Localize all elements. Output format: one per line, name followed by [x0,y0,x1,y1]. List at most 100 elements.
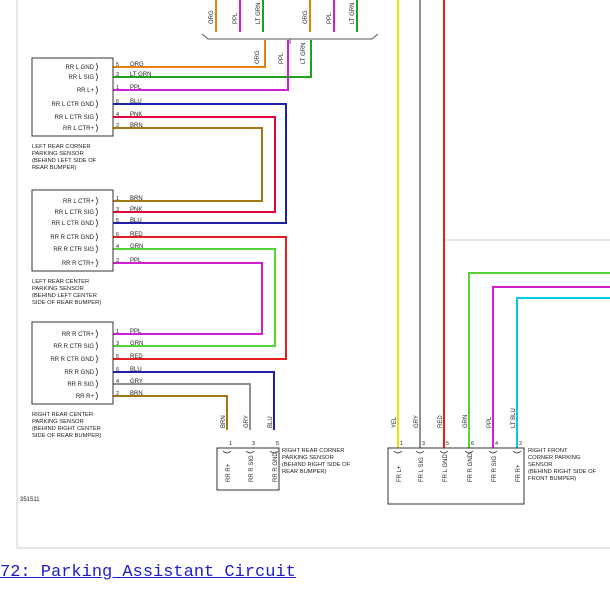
wire-lt-blu [516,297,610,448]
pin-label-rr-r-gnd: RR R GND [273,452,279,482]
connector-box [31,321,114,405]
pin-number: 3 [422,441,425,447]
wire-color-blu: BLU [130,367,142,373]
wire-color-gry: GRY [414,415,420,428]
sensor-title-line: RIGHT REAR CENTER [32,412,93,418]
pin-label-fr-l-gnd: FR L GND [443,454,449,482]
wire-blu-2 [113,371,275,430]
terminal-mark [95,329,98,339]
terminal-mark [393,450,403,454]
pin-label-fr-l: FR L+ [397,465,403,482]
terminal-mark [95,354,98,364]
pin-number: 4 [116,244,119,250]
pin-label-fr-l-sig: FR L SIG [419,457,425,482]
splice-wire-label: LT GRN [301,43,307,64]
pin-label-rr-r-ctr: RR R CTR+ [62,261,95,267]
sensor-title-line: CORNER PARKING [528,455,581,461]
figure-caption: 72: Parking Assistant Circuit [0,563,296,582]
terminal-mark [95,112,98,122]
terminal-mark [95,85,98,95]
wire-color-org: ORG [130,62,144,68]
sensor-title-line: (BEHIND RIGHT SIDE OF [528,469,597,475]
pin-label-rr-r-sig: RR R SIG [67,382,94,388]
top-wire-label: LT GRN [350,3,356,24]
pin-number: 2 [519,441,522,447]
pin-number: 6 [116,367,119,373]
wire-ppl-2 [113,262,263,335]
wire-color-ppl: PPL [487,416,493,428]
sensor-title-line: SENSOR [528,462,552,468]
pin-label-rr-r: RR R+ [226,463,232,482]
connector-box [31,57,114,137]
pin-number: 3 [252,441,255,447]
pin-label-fr-r-gnd: FR R GND [468,452,474,482]
sensor-title-line: (BEHIND LEFT CENTER [32,293,97,299]
wire-color-brn: BRN [130,123,143,129]
wire-color-lt-blu: LT BLU [511,408,517,428]
front-wire-routing [397,0,610,448]
connector-box [387,447,525,505]
wire-pnk [113,116,276,213]
sensor-title-line: REAR BUMPER) [32,165,77,171]
wire-color-gry: GRY [244,415,250,428]
wire-color-ppl: PPL [130,329,142,335]
pin-number: 5 [276,441,279,447]
sensor-title-line: FRONT BUMPER) [528,476,576,482]
pin-label-rr-r-ctr-gnd: RR R CTR GND [50,235,94,241]
pin-number: 2 [116,258,119,264]
sensor-title-line: (BEHIND LEFT SIDE OF [32,158,97,164]
top-wire-label: ORG [303,10,309,24]
pin-label-rr-r: RR R+ [76,394,95,400]
terminal-mark [95,341,98,351]
top-wire-label: ORG [209,10,215,24]
wire-red-1 [113,236,287,360]
pin-number: 5 [446,441,449,447]
sensor-title-line: (BEHIND RIGHT CENTER [32,426,101,432]
pin-label-rr-l-gnd: RR L GND [66,65,95,71]
pin-label-fr-r: FR R+ [516,464,522,482]
pin-number: 5 [116,218,119,224]
diagram-border [16,0,610,549]
terminal-mark [269,450,279,454]
pin-label-rr-l-ctr-sig: RR L CTR SIG [55,115,95,121]
pin-number: 5 [116,62,119,68]
wire-ppl-3 [492,286,610,448]
pin-label-rr-r-sig: RR R SIG [249,455,255,482]
wire-color-pnk: PNK [130,112,142,118]
pin-number: 1 [229,441,232,447]
wire-color-red: RED [438,415,444,428]
connector-box [31,189,114,272]
terminal-mark [95,196,98,206]
terminal-mark [415,450,425,454]
pin-number: 2 [116,123,119,129]
sensor-title-line: PARKING SENSOR [32,151,84,157]
terminal-mark [95,123,98,133]
pin-label-rr-r-ctr-gnd: RR R CTR GND [50,357,94,363]
sensor-title-line: RIGHT FRONT [528,448,568,454]
pin-number: 1 [116,196,119,202]
pin-label-rr-l: RR L+ [77,88,95,94]
pin-number: 1 [400,441,403,447]
wire-color-pnk: PNK [130,207,142,213]
pin-number: 1 [116,329,119,335]
pin-label-rr-l-ctr: RR L CTR+ [63,126,94,132]
terminal-mark [222,450,232,454]
wire-routing [113,40,312,430]
sensor-title-line: RIGHT REAR CORNER [282,448,344,454]
top-wire-label: PPL [233,12,239,24]
top-wire-label: PPL [327,12,333,24]
pin-number: 3 [116,341,119,347]
wire-ppl-1 [113,40,289,91]
wire-color-brn: BRN [130,391,143,397]
pin-label-rr-r-gnd: RR R GND [64,370,94,376]
terminal-mark [95,207,98,217]
terminal-mark [95,244,98,254]
terminal-mark [464,450,474,454]
terminal-mark [95,218,98,228]
pin-number: 6 [116,99,119,105]
pin-number: 6 [116,232,119,238]
